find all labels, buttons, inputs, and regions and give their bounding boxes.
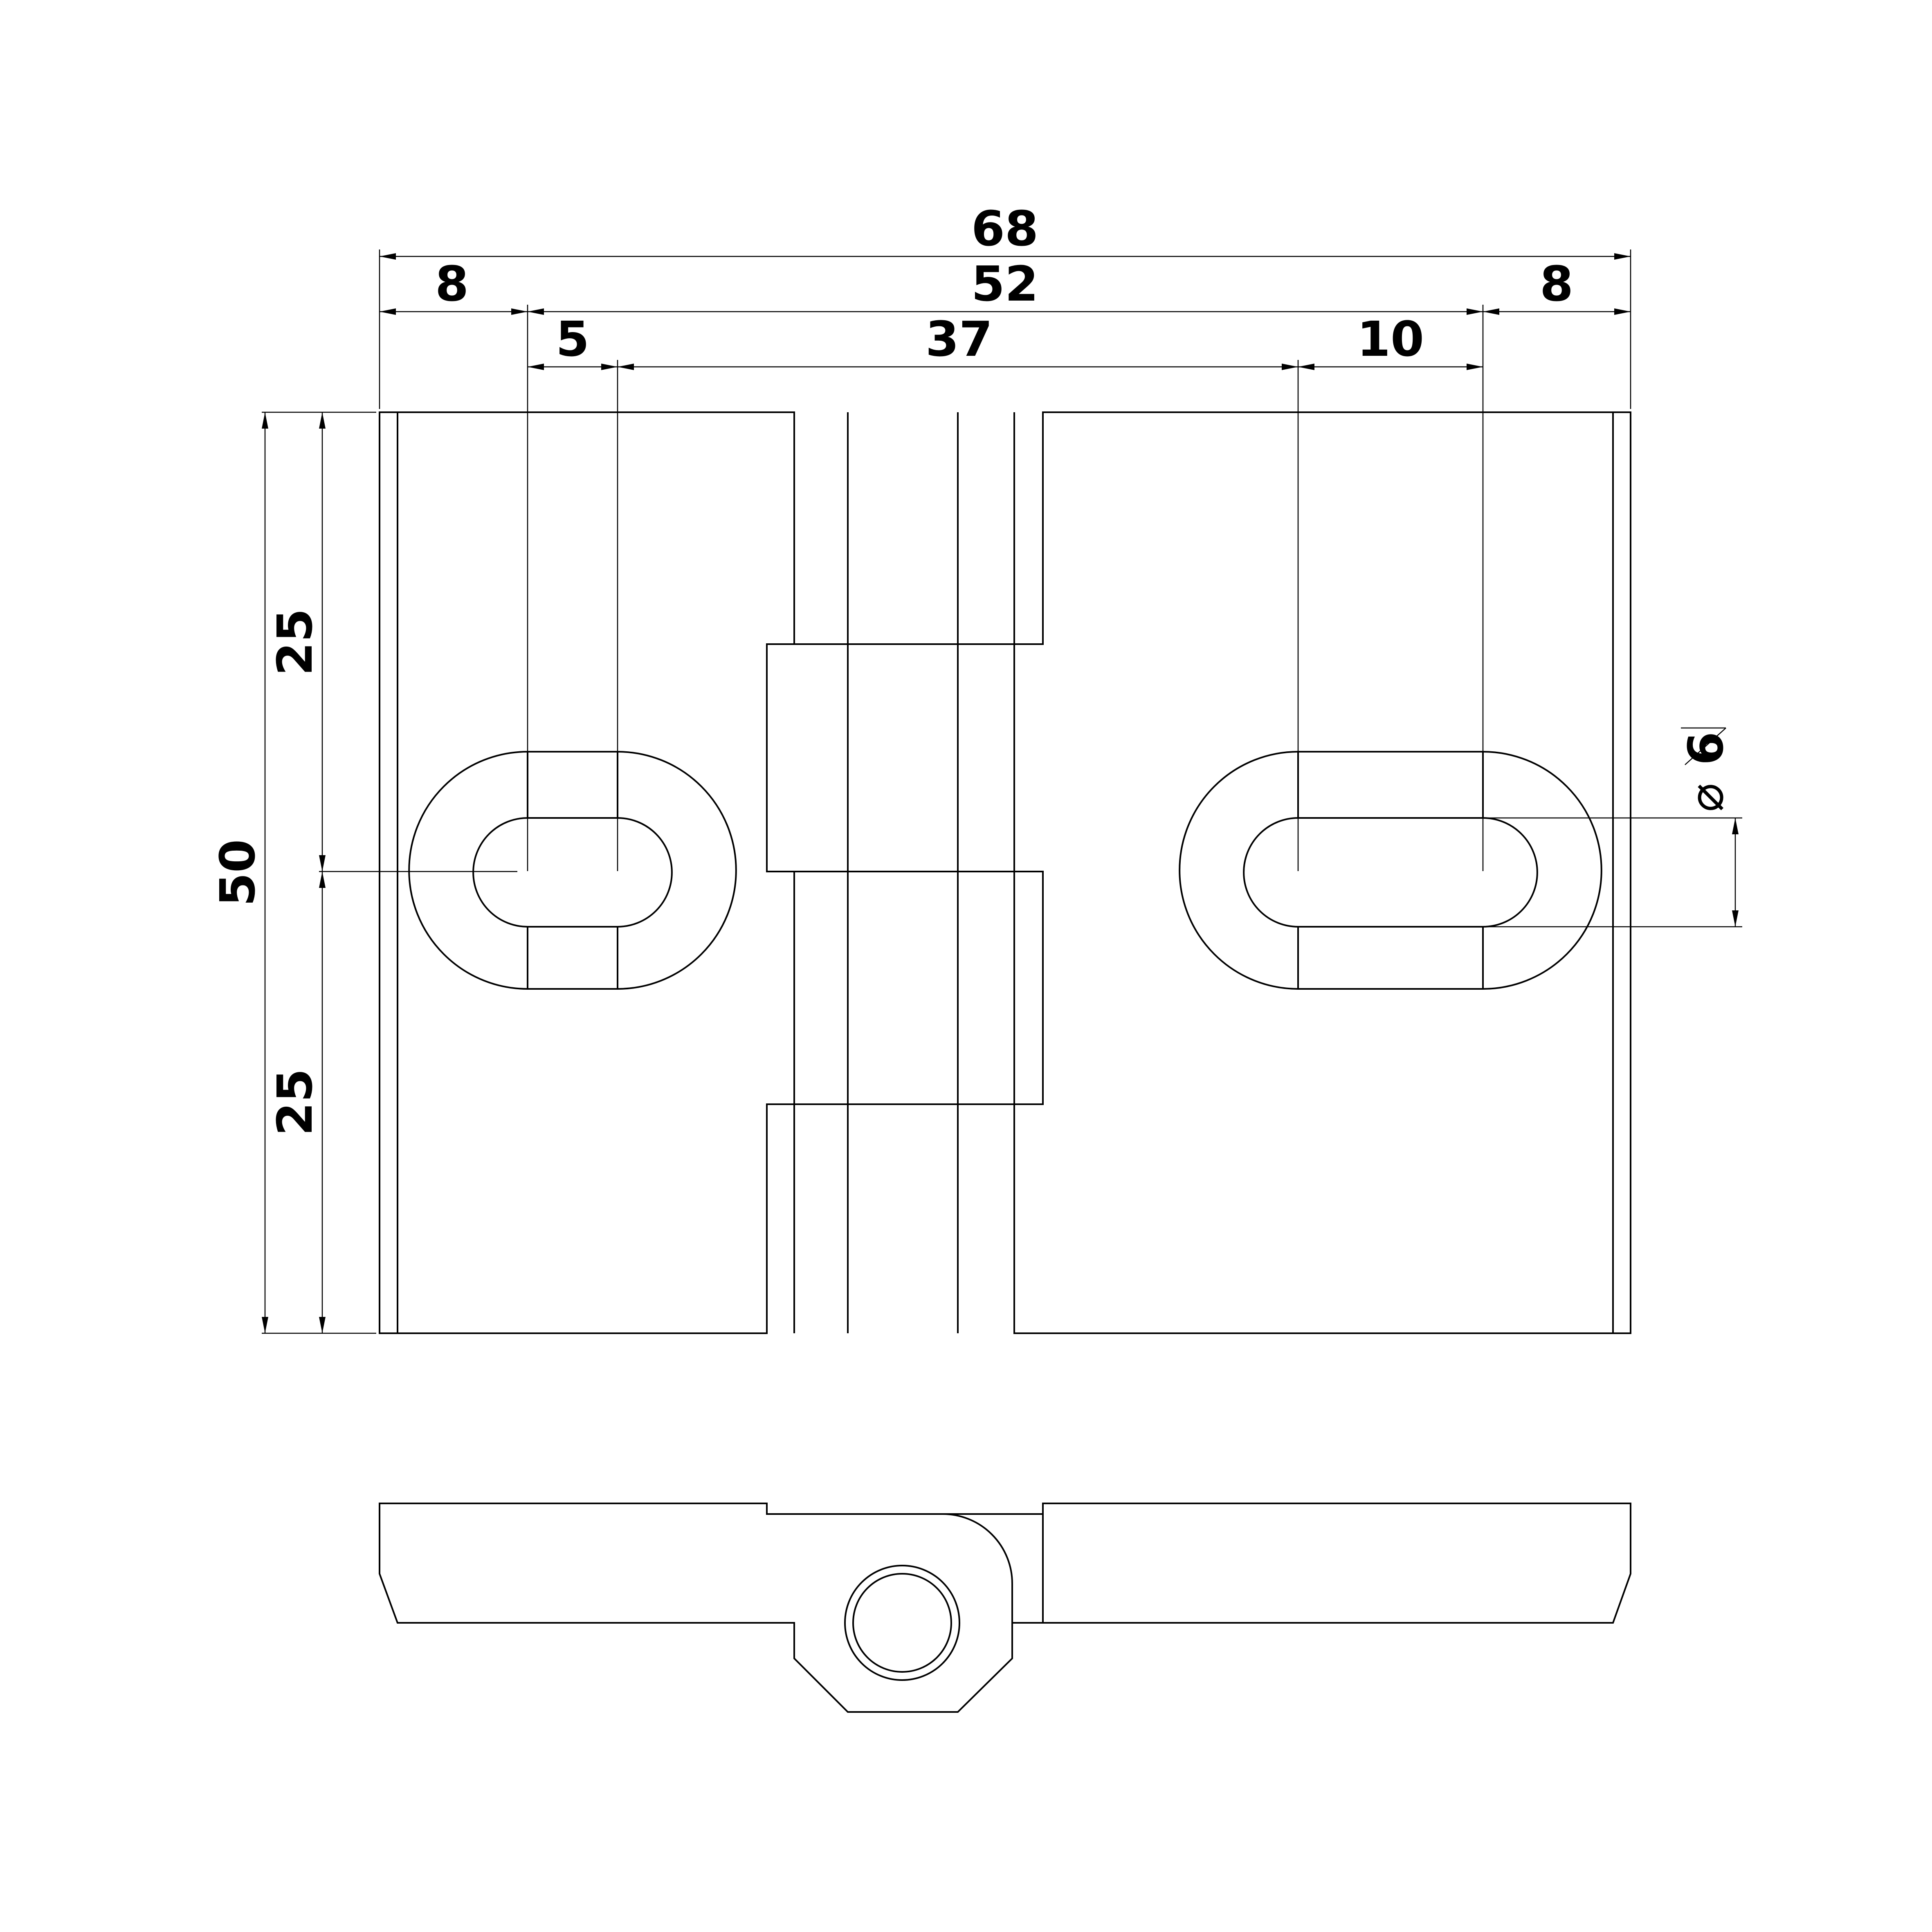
dim-slot-gap: 37 xyxy=(926,311,993,367)
dim-slot-diameter: ⌀ 6 xyxy=(1678,732,1734,812)
dim-upper-half-height: 25 xyxy=(267,609,323,676)
right-slot xyxy=(1179,751,1602,990)
diameter-symbol: ⌀ xyxy=(1678,783,1734,812)
dimension-lines xyxy=(264,256,1736,1333)
hinge-side-view xyxy=(379,1503,1631,1713)
dim-left-slot-length: 5 xyxy=(556,311,589,367)
hinge-top-view xyxy=(379,411,1631,1334)
dimension-annotations: 68 8 52 8 5 37 10 50 25 25 ⌀ 6 xyxy=(209,200,1742,1334)
dim-hole-center-span: 52 xyxy=(971,256,1038,312)
dimension-arrowheads xyxy=(262,253,1739,1333)
dim-right-margin: 8 xyxy=(1540,256,1573,312)
dim-left-margin: 8 xyxy=(435,256,469,312)
extension-lines xyxy=(262,249,1742,1334)
right-leaf-side-outline xyxy=(1042,1503,1631,1624)
pin-outer-circle xyxy=(844,1565,960,1681)
dim-slot-diameter-value: 6 xyxy=(1678,732,1734,765)
side-view-outline xyxy=(379,1503,1013,1713)
dim-overall-height: 50 xyxy=(209,839,266,906)
right-leaf-outline xyxy=(1013,411,1631,1334)
dim-lower-half-height: 25 xyxy=(267,1069,323,1136)
dim-overall-width: 68 xyxy=(971,200,1038,257)
knuckle-lines xyxy=(767,412,1043,1333)
left-slot xyxy=(408,751,737,990)
pin-inner-circle xyxy=(852,1573,952,1673)
dim-right-slot-length: 10 xyxy=(1357,311,1424,367)
left-leaf-outline xyxy=(379,411,795,1334)
